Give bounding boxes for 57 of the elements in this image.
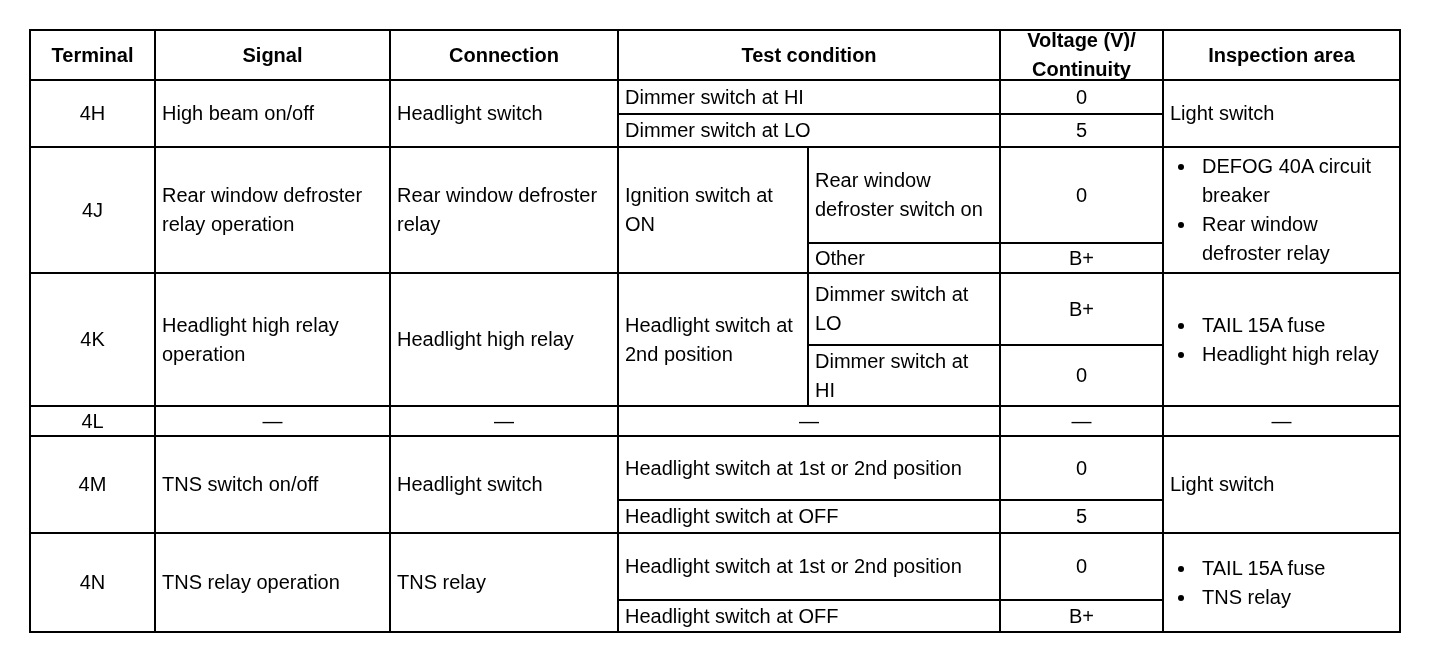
- table-cell: 4K: [31, 274, 156, 407]
- bullet-text: TAIL 15A fuse: [1202, 312, 1326, 338]
- bullet-text: TAIL 15A fuse: [1202, 555, 1326, 581]
- table-cell: Headlight high relay operation: [156, 274, 391, 407]
- column-header: Inspection area: [1164, 31, 1401, 81]
- table-cell: —: [1001, 407, 1164, 437]
- column-header: Test condition: [619, 31, 1001, 81]
- table-cell: B+: [1001, 244, 1164, 274]
- table-cell: B+: [1001, 274, 1164, 346]
- table-cell: Headlight switch: [391, 437, 619, 534]
- table-cell: Headlight switch: [391, 81, 619, 148]
- table-cell: 0: [1001, 437, 1164, 501]
- table-cell: TNS relay: [391, 534, 619, 633]
- table-cell: TNS switch on/off: [156, 437, 391, 534]
- table-cell: —: [156, 407, 391, 437]
- column-header: Connection: [391, 31, 619, 81]
- table-cell: Rear window defroster relay: [391, 148, 619, 274]
- column-header: Voltage (V)/ Continuity: [1001, 31, 1164, 81]
- table-cell: Dimmer switch at LO: [809, 274, 1001, 346]
- table-cell: 0: [1001, 346, 1164, 407]
- table-cell: Other: [809, 244, 1001, 274]
- table-cell: 5: [1001, 115, 1164, 148]
- table-cell: Dimmer switch at HI: [619, 81, 1001, 115]
- table-cell: Rear window defroster switch on: [809, 148, 1001, 244]
- table-cell: —: [391, 407, 619, 437]
- table-cell: Ignition switch at ON: [619, 148, 809, 274]
- bullet-text: TNS relay: [1202, 584, 1291, 610]
- table-cell: Headlight switch at 1st or 2nd position: [619, 437, 1001, 501]
- table-cell: Headlight switch at 1st or 2nd position: [619, 534, 1001, 601]
- table-cell: 0: [1001, 81, 1164, 115]
- table-cell: Rear window defroster relay operation: [156, 148, 391, 274]
- table-cell: Light switch: [1164, 81, 1401, 148]
- bullet-text: Rear window defroster relay: [1202, 212, 1331, 266]
- column-header: Terminal: [31, 31, 156, 81]
- table-cell: 0: [1001, 534, 1164, 601]
- bullet-text: Headlight high relay: [1202, 341, 1379, 367]
- table-cell: 4J: [31, 148, 156, 274]
- table-cell: Dimmer switch at LO: [619, 115, 1001, 148]
- table-cell: Dimmer switch at HI: [809, 346, 1001, 407]
- table-cell: 0: [1001, 148, 1164, 244]
- table-cell: 4N: [31, 534, 156, 633]
- table-cell: 4H: [31, 81, 156, 148]
- table-cell: B+: [1001, 601, 1164, 633]
- table-cell: High beam on/off: [156, 81, 391, 148]
- table-cell: TNS relay operation: [156, 534, 391, 633]
- table-cell: Headlight switch at 2nd position: [619, 274, 809, 407]
- bullet-text: DEFOG 40A circuit breaker: [1202, 154, 1372, 208]
- table-cell: 5: [1001, 501, 1164, 534]
- table-cell: 4L: [31, 407, 156, 437]
- table-cell: Light switch: [1164, 437, 1401, 534]
- column-header: Signal: [156, 31, 391, 81]
- table-cell: 4M: [31, 437, 156, 534]
- table-cell: —: [1164, 407, 1401, 437]
- table-cell: Headlight high relay: [391, 274, 619, 407]
- table-cell: —: [619, 407, 1001, 437]
- table-cell: Headlight switch at OFF: [619, 601, 1001, 633]
- table-cell: Headlight switch at OFF: [619, 501, 1001, 534]
